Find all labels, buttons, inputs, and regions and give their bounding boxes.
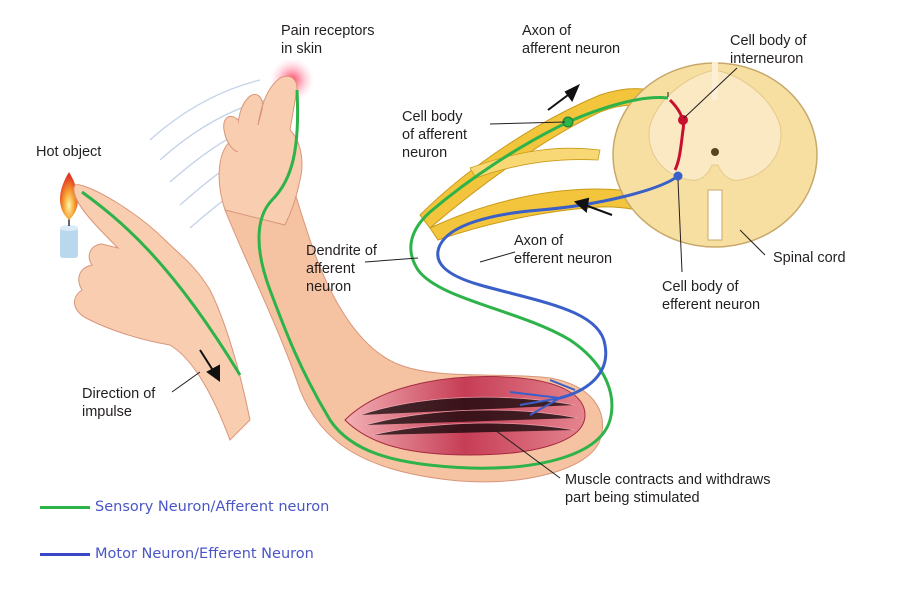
- label-muscle: Muscle contracts and withdraws part bein…: [565, 472, 771, 506]
- label-cell-body-interneuron: Cell body of interneuron: [730, 33, 807, 67]
- spinal-cord: [612, 62, 818, 248]
- flame-icon: [59, 172, 79, 220]
- legend-label-motor: Motor Neuron/Efferent Neuron: [95, 546, 314, 562]
- interneuron-cell-body: [678, 115, 688, 125]
- label-spinal-cord: Spinal cord: [773, 250, 846, 266]
- legend-label-sensory: Sensory Neuron/Afferent neuron: [95, 499, 330, 515]
- hot-object-candle: [59, 172, 79, 258]
- label-axon-efferent: Axon of efferent neuron: [514, 233, 613, 267]
- legend-swatch-motor: [40, 553, 90, 556]
- label-axon-afferent: Axon of afferent neuron: [522, 23, 621, 57]
- label-cell-body-afferent: Cell body of afferent neuron: [402, 109, 468, 161]
- efferent-cell-body: [673, 171, 683, 181]
- direction-arrows: [199, 83, 613, 382]
- legend-swatch-sensory: [40, 506, 90, 509]
- pointing-hand: [73, 184, 251, 441]
- sensory-neuron-path: [81, 89, 669, 470]
- label-hot-object: Hot object: [36, 144, 102, 160]
- label-direction-impulse: Direction of impulse: [82, 386, 156, 420]
- label-cell-body-efferent: Cell body of efferent neuron: [662, 279, 761, 313]
- motor-endplates: [509, 379, 576, 416]
- label-pain-receptors: Pain receptors in skin: [281, 23, 375, 57]
- label-dendrite-afferent: Dendrite of afferent neuron: [306, 243, 377, 295]
- leader-lines: [171, 67, 766, 479]
- interneuron-path: [668, 98, 685, 171]
